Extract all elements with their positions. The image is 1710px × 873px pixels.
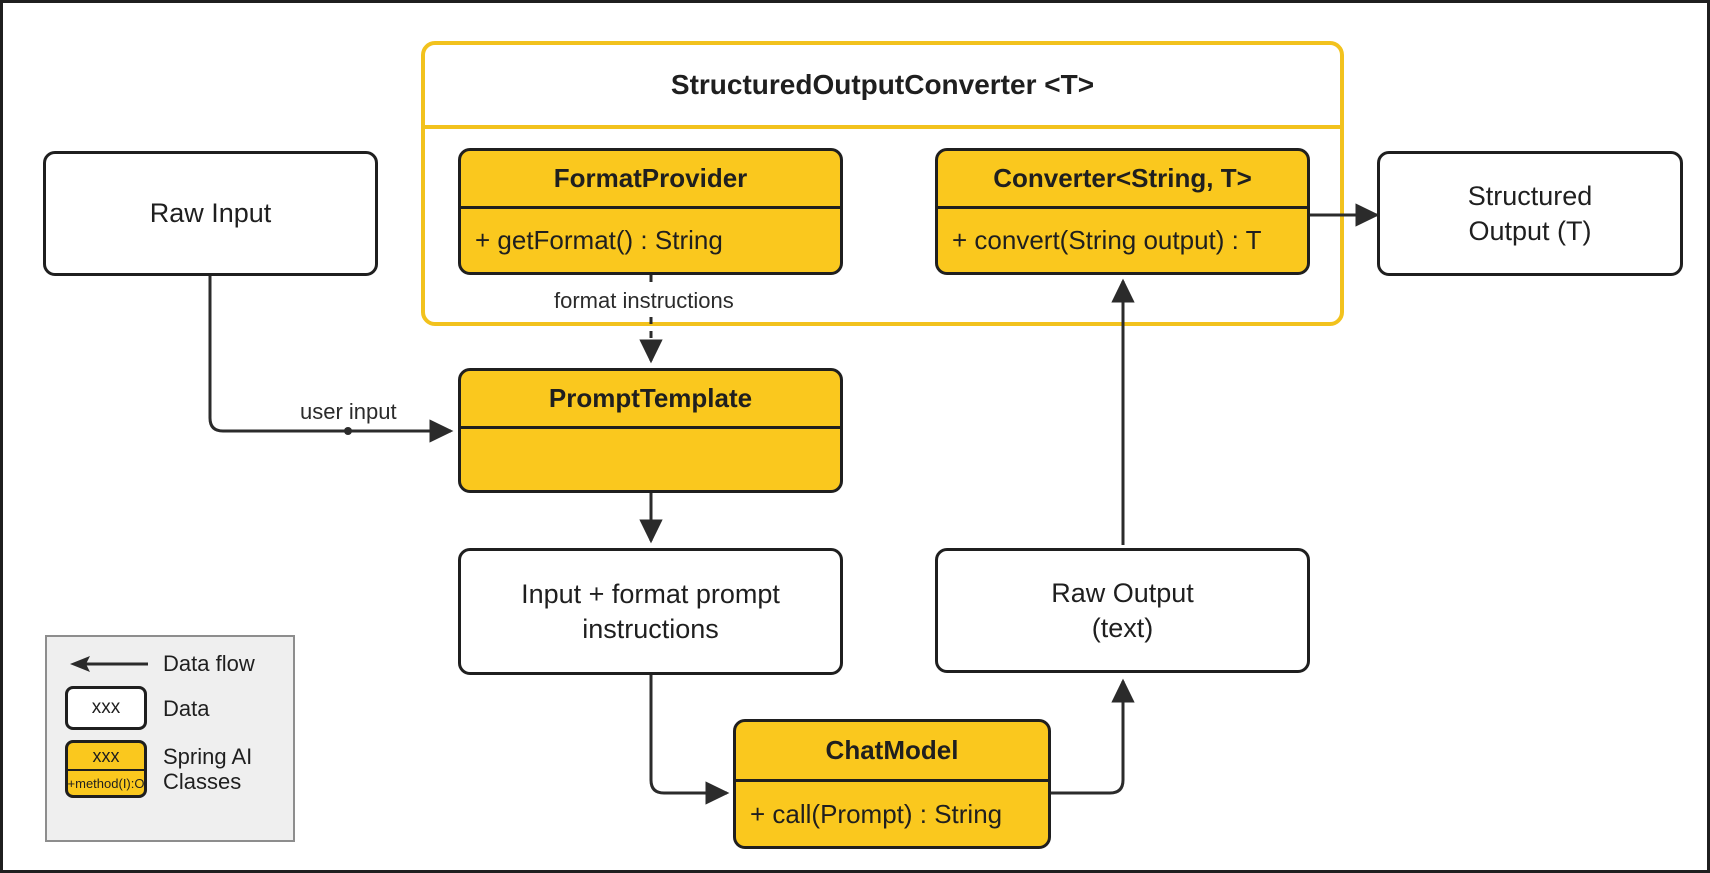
node-converter-method: + convert(String output) : T: [952, 225, 1262, 255]
node-chat-model[interactable]: ChatModel + call(Prompt) : String: [733, 719, 1051, 849]
legend-swatch-class-method: +method(I):O: [67, 775, 145, 791]
node-converter[interactable]: Converter<String, T> + convert(String ou…: [935, 148, 1310, 275]
node-format-provider[interactable]: FormatProvider + getFormat() : String: [458, 148, 843, 275]
class-box-icon: xxx +method(I):O: [63, 740, 149, 799]
data-flow-arrow-icon: [63, 653, 149, 675]
node-chat-model-method: + call(Prompt) : String: [750, 798, 1003, 829]
legend-row-spring-ai-classes: xxx +method(I):O Spring AI Classes: [63, 740, 277, 799]
node-chat-model-title: ChatModel: [736, 722, 1048, 782]
node-raw-input[interactable]: Raw Input: [43, 151, 378, 276]
legend-label-data: Data: [163, 695, 210, 721]
node-prompt-template-method: [461, 429, 840, 490]
node-input-format-prompt[interactable]: Input + format prompt instructions: [458, 548, 843, 675]
legend-label-data-flow: Data flow: [163, 651, 255, 676]
edge-label-format-instructions: format instructions: [549, 288, 739, 314]
node-converter-title: Converter<String, T>: [938, 151, 1307, 209]
edge-label-user-input: user input: [295, 399, 402, 425]
legend-row-data: xxx Data: [63, 686, 277, 731]
data-box-icon: xxx: [63, 686, 149, 731]
legend-swatch-class: xxx +method(I):O: [65, 740, 147, 799]
node-structured-output-label: Structured Output (T): [1467, 180, 1593, 246]
node-input-format-prompt-label: Input + format prompt instructions: [521, 578, 780, 644]
legend-row-data-flow: Data flow: [63, 651, 277, 676]
node-raw-input-label: Raw Input: [149, 198, 272, 229]
legend-label-spring-ai-classes: Spring AI Classes: [163, 744, 253, 795]
node-structured-output[interactable]: Structured Output (T): [1377, 151, 1683, 276]
edge-junction-dot: [344, 427, 352, 435]
node-raw-output-label: Raw Output (text): [1051, 577, 1194, 643]
legend-swatch-data-text: xxx: [65, 686, 147, 731]
node-format-provider-method: + getFormat() : String: [475, 225, 723, 255]
edge-inputformat-to-chatmodel: [649, 675, 730, 805]
container-title: StructuredOutputConverter <T>: [425, 45, 1340, 129]
node-prompt-template-title: PromptTemplate: [461, 371, 840, 429]
edge-chatmodel-to-rawoutput: [1051, 678, 1135, 795]
legend-swatch-class-title: xxx: [68, 743, 144, 772]
legend: Data flow xxx Data xxx +method(I):O Spri…: [45, 635, 295, 842]
node-prompt-template[interactable]: PromptTemplate: [458, 368, 843, 493]
node-raw-output[interactable]: Raw Output (text): [935, 548, 1310, 673]
node-format-provider-title: FormatProvider: [461, 151, 840, 209]
